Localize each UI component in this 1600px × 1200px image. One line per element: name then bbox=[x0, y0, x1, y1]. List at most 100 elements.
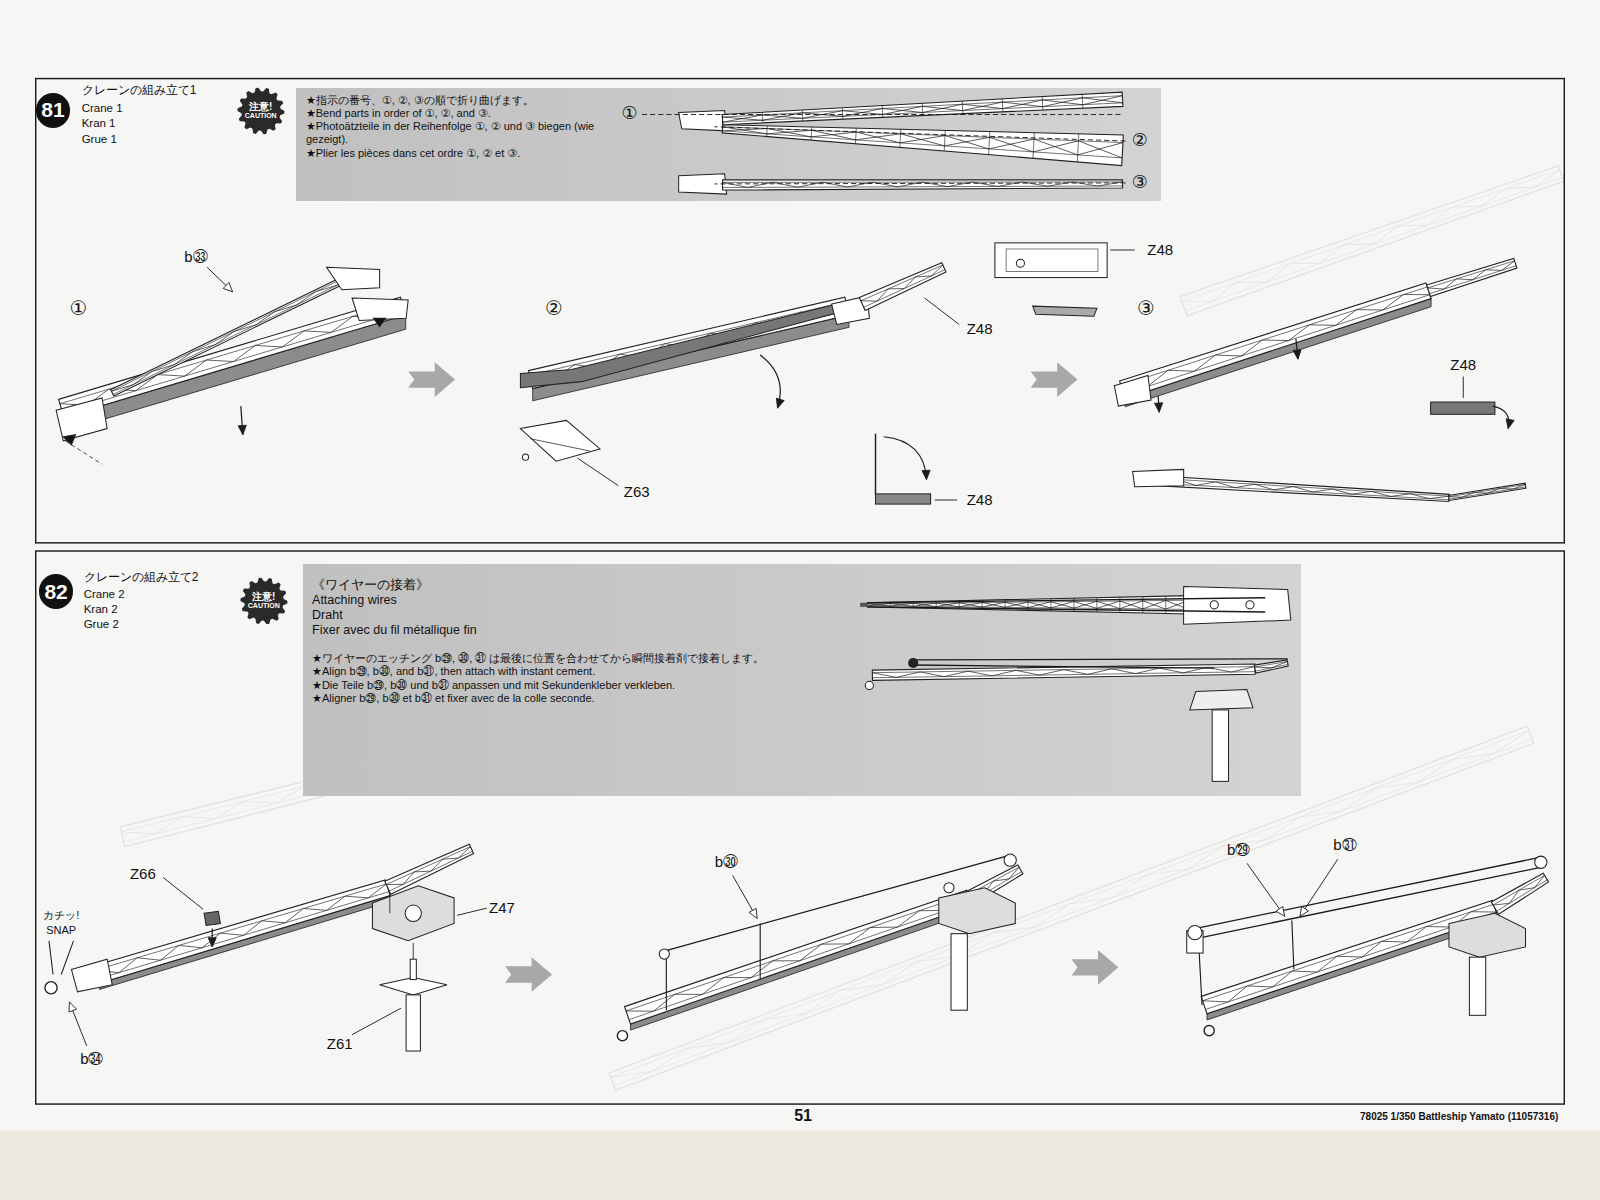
beam-chord bbox=[861, 265, 943, 301]
beam-side bbox=[533, 315, 849, 401]
beam-brace bbox=[842, 108, 844, 119]
lattice-beam bbox=[1137, 474, 1449, 501]
beam-brace bbox=[882, 105, 884, 117]
lattice-beam bbox=[722, 124, 1123, 165]
mount-plate bbox=[352, 298, 408, 320]
leader-line bbox=[935, 500, 957, 501]
arrowhead bbox=[1293, 350, 1301, 360]
beam-chord bbox=[1449, 484, 1526, 496]
note-text: ★Bend parts in order of ①, ②, and ③. bbox=[306, 107, 612, 120]
caution-word: 注意! bbox=[249, 102, 272, 113]
step-frame bbox=[36, 551, 1565, 1104]
beam-outline bbox=[111, 270, 359, 396]
beam-brace bbox=[766, 126, 768, 137]
beam-brace bbox=[1033, 141, 1078, 152]
beam-brace bbox=[944, 130, 945, 151]
part-number: b㉙ bbox=[1227, 842, 1250, 859]
beam-brace bbox=[1143, 601, 1166, 609]
part-edge bbox=[875, 434, 876, 494]
beam-brace bbox=[812, 130, 856, 140]
fold-line bbox=[642, 114, 1121, 115]
beam-brace bbox=[767, 130, 812, 134]
caution-word: 注意! bbox=[252, 592, 275, 603]
step-title: クレーンの組み立て1 bbox=[82, 84, 197, 97]
turntable-hole bbox=[405, 905, 421, 921]
beam-brace bbox=[890, 604, 913, 607]
step-title: Grue 2 bbox=[84, 618, 119, 631]
beam-brace bbox=[111, 272, 356, 391]
note-text: ★Photoätzteile in der Reihenfolge ①, ② u… bbox=[306, 120, 612, 146]
fold-number: ③ bbox=[1132, 173, 1148, 193]
caution-gear-shape bbox=[237, 87, 284, 134]
mount-plate bbox=[1133, 469, 1184, 486]
turntable-part bbox=[939, 888, 1016, 934]
turntable-part bbox=[372, 886, 454, 941]
wire bbox=[867, 607, 1265, 612]
beam-brace bbox=[913, 603, 936, 606]
beam-brace bbox=[1138, 477, 1449, 499]
beam-side bbox=[1125, 299, 1431, 407]
arrowhead bbox=[208, 938, 216, 947]
beam-brace bbox=[922, 103, 924, 115]
pulley bbox=[1188, 926, 1202, 940]
arrowhead bbox=[238, 425, 246, 434]
beam-brace bbox=[1028, 602, 1051, 608]
beam-brace bbox=[944, 137, 989, 146]
leader-line bbox=[207, 267, 233, 291]
beam-outline bbox=[1254, 660, 1288, 673]
fold-line bbox=[714, 127, 1125, 141]
pulley bbox=[908, 658, 918, 668]
beam-brace bbox=[811, 132, 856, 137]
pedestal-column bbox=[1469, 957, 1485, 1015]
beam-chord bbox=[722, 95, 1122, 116]
wire bbox=[760, 923, 761, 979]
pin bbox=[522, 454, 528, 460]
beam-outline bbox=[385, 844, 474, 894]
beam-brace bbox=[722, 124, 723, 132]
beam-brace bbox=[1074, 602, 1097, 609]
beam-brace bbox=[890, 604, 913, 607]
step-title: Kran 2 bbox=[84, 603, 118, 616]
wire bbox=[913, 659, 1287, 660]
beam-brace bbox=[1082, 94, 1084, 108]
beam-brace bbox=[1182, 170, 1560, 302]
beam-brace bbox=[1051, 602, 1074, 608]
caution-panel: ★指示の番号、①, ②, ③の順で折り曲げます。★Bend parts in o… bbox=[296, 88, 1161, 201]
beam-chord bbox=[723, 103, 1123, 122]
arrowhead bbox=[922, 470, 930, 479]
caution-badge: 注意!CAUTION bbox=[237, 87, 285, 135]
mount-plate bbox=[71, 959, 112, 992]
substep-number: ① bbox=[70, 297, 88, 319]
beam-brace bbox=[386, 847, 470, 885]
step-number: 82 bbox=[44, 581, 67, 603]
beam-chord bbox=[60, 302, 402, 404]
beam-outline bbox=[94, 880, 390, 983]
beam-brace bbox=[1003, 100, 1043, 109]
leader-line bbox=[352, 1008, 401, 1035]
beam-brace bbox=[1120, 601, 1143, 609]
beam-chord bbox=[722, 131, 1122, 158]
mount-plate bbox=[679, 173, 727, 193]
wire bbox=[867, 598, 1265, 603]
note-heading: 《ワイヤーの接着》 bbox=[312, 578, 853, 593]
mount-plate bbox=[679, 110, 727, 130]
arrowhead bbox=[69, 1002, 77, 1012]
leader-line bbox=[1300, 859, 1338, 916]
beam-chord bbox=[872, 672, 1255, 678]
panel-art bbox=[860, 587, 1291, 782]
beam-brace bbox=[1074, 602, 1097, 609]
beam-chord bbox=[1428, 261, 1515, 288]
sound-effect: カチッ! bbox=[43, 909, 79, 921]
beam-brace bbox=[989, 139, 1034, 149]
beam-brace bbox=[959, 603, 982, 607]
beam-brace bbox=[1033, 132, 1034, 158]
lattice-beam bbox=[1180, 166, 1564, 316]
beam-chord bbox=[111, 272, 356, 391]
page-sheet bbox=[0, 0, 1600, 1131]
beam-brace bbox=[1043, 98, 1083, 107]
beam-brace bbox=[1097, 601, 1120, 608]
motion-arrow bbox=[884, 437, 927, 480]
note-heading: Fixer avec du fil métallique fin bbox=[312, 623, 853, 638]
beam-outline bbox=[867, 596, 1188, 614]
